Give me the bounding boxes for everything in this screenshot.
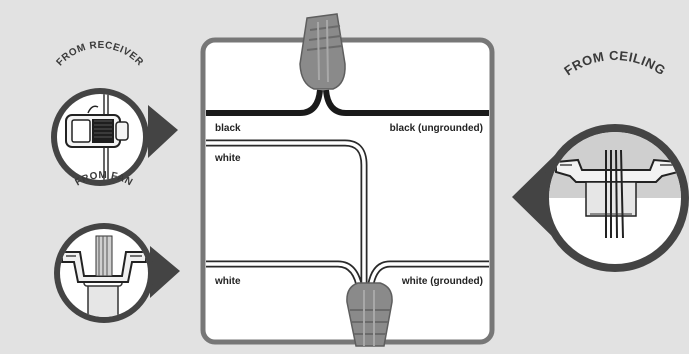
fan-bracket-icon <box>61 235 147 317</box>
from-receiver-label: FROM RECEIVER <box>55 40 146 69</box>
receiver-icon <box>65 94 129 180</box>
ceiling-inset: FROM CEILING <box>512 48 689 272</box>
wire-label-white-upper: white <box>214 153 241 164</box>
wire-nut-icon <box>346 282 393 347</box>
black-wires <box>206 89 489 116</box>
wire-label-white-grounded: white (grounded) <box>401 276 483 287</box>
from-ceiling-label: FROM CEILING <box>561 48 668 78</box>
fan-inset: FROM FAN <box>54 170 180 323</box>
wire-label-white-lower: white <box>214 276 241 287</box>
receiver-inset: FROM RECEIVER <box>51 40 178 186</box>
wire-nut-icon <box>299 13 346 90</box>
wire-label-black-ungrounded: black (ungrounded) <box>390 123 483 134</box>
wire-label-black: black <box>215 123 241 134</box>
